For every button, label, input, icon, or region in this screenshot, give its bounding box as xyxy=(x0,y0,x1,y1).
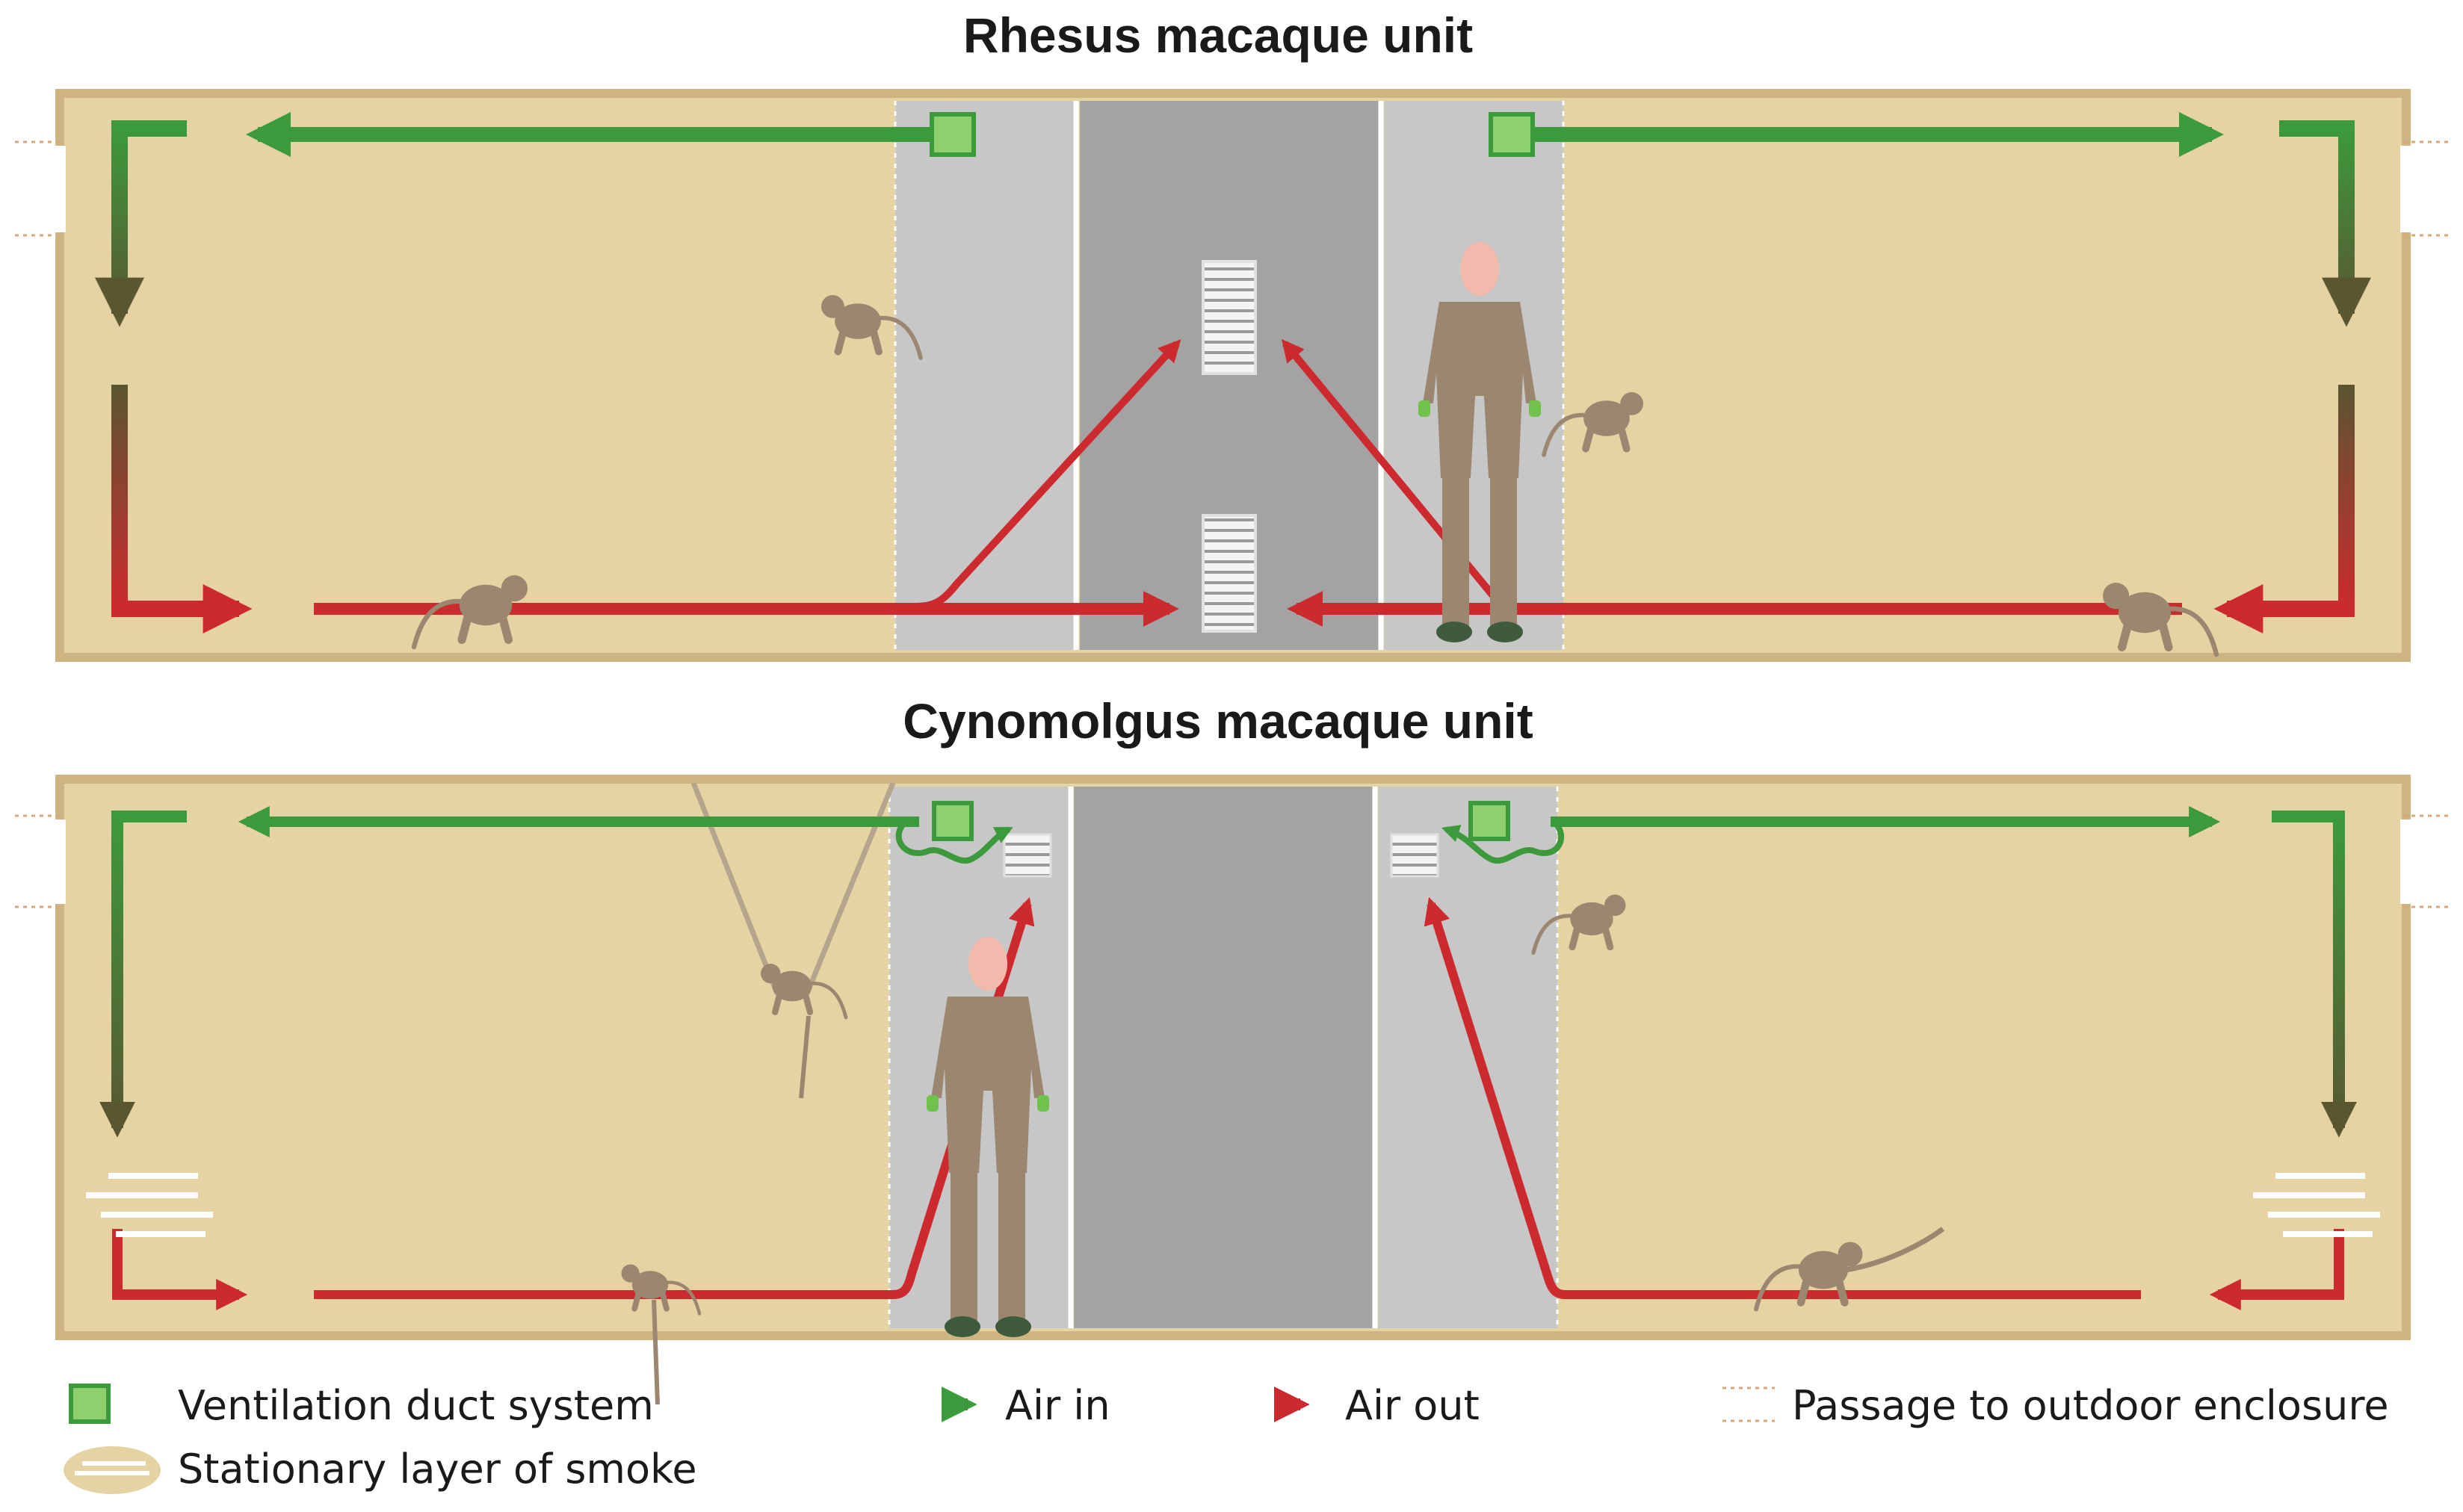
rhesus-corridor-left xyxy=(895,101,1075,650)
legend-label-air-out: Air out xyxy=(1345,1382,1480,1429)
air-out-arrow-icon xyxy=(1424,896,2141,1299)
cynomolgus-unit-title: Cynomolgus macaque unit xyxy=(903,693,1533,749)
air-in-arrow-icon xyxy=(95,120,187,327)
ventilation-duct-icon xyxy=(69,1384,111,1424)
air-out-arrow-icon xyxy=(112,1229,248,1310)
legend-label-air-in: Air in xyxy=(1005,1382,1110,1429)
passage-icon xyxy=(1722,1386,1775,1422)
smoke-layer-icon xyxy=(64,1446,161,1494)
legend: Ventilation duct system Stationary layer… xyxy=(64,1382,2389,1494)
legend-item-air-in: Air in xyxy=(941,1382,1110,1429)
cynomolgus-corridor-center xyxy=(1074,787,1373,1328)
legend-label-duct: Ventilation duct system xyxy=(178,1382,654,1429)
ventilation-duct-icon xyxy=(1468,801,1510,841)
air-in-arrow-icon xyxy=(99,811,187,1138)
legend-item-air-out: Air out xyxy=(1273,1382,1480,1429)
exhaust-vent-icon xyxy=(1202,260,1257,375)
air-out-arrow-icon xyxy=(2213,385,2355,633)
legend-item-smoke: Stationary layer of smoke xyxy=(64,1446,697,1494)
exhaust-vent-icon xyxy=(1202,514,1257,633)
legend-label-smoke: Stationary layer of smoke xyxy=(178,1446,697,1493)
legend-item-passage: Passage to outdoor enclosure xyxy=(1722,1382,2389,1429)
air-out-arrow-icon xyxy=(2209,1229,2344,1310)
legend-label-passage: Passage to outdoor enclosure xyxy=(1792,1382,2389,1429)
exhaust-vent-icon xyxy=(1390,833,1439,878)
rhesus-unit-title: Rhesus macaque unit xyxy=(963,7,1473,63)
ventilation-duct-icon xyxy=(1489,112,1535,157)
air-out-arrow-icon xyxy=(915,339,1181,610)
cynomolgus-unit xyxy=(15,775,2451,1405)
rhesus-unit xyxy=(15,89,2451,662)
ventilation-duct-icon xyxy=(932,801,974,841)
air-out-arrow-icon xyxy=(111,385,253,633)
exhaust-vent-icon xyxy=(1003,833,1052,878)
air-in-arrow-icon xyxy=(2279,120,2371,327)
air-out-arrow-icon xyxy=(314,896,1035,1299)
ventilation-duct-icon xyxy=(930,112,976,157)
air-in-arrow-icon xyxy=(2272,811,2357,1138)
legend-item-duct: Ventilation duct system xyxy=(69,1382,654,1429)
